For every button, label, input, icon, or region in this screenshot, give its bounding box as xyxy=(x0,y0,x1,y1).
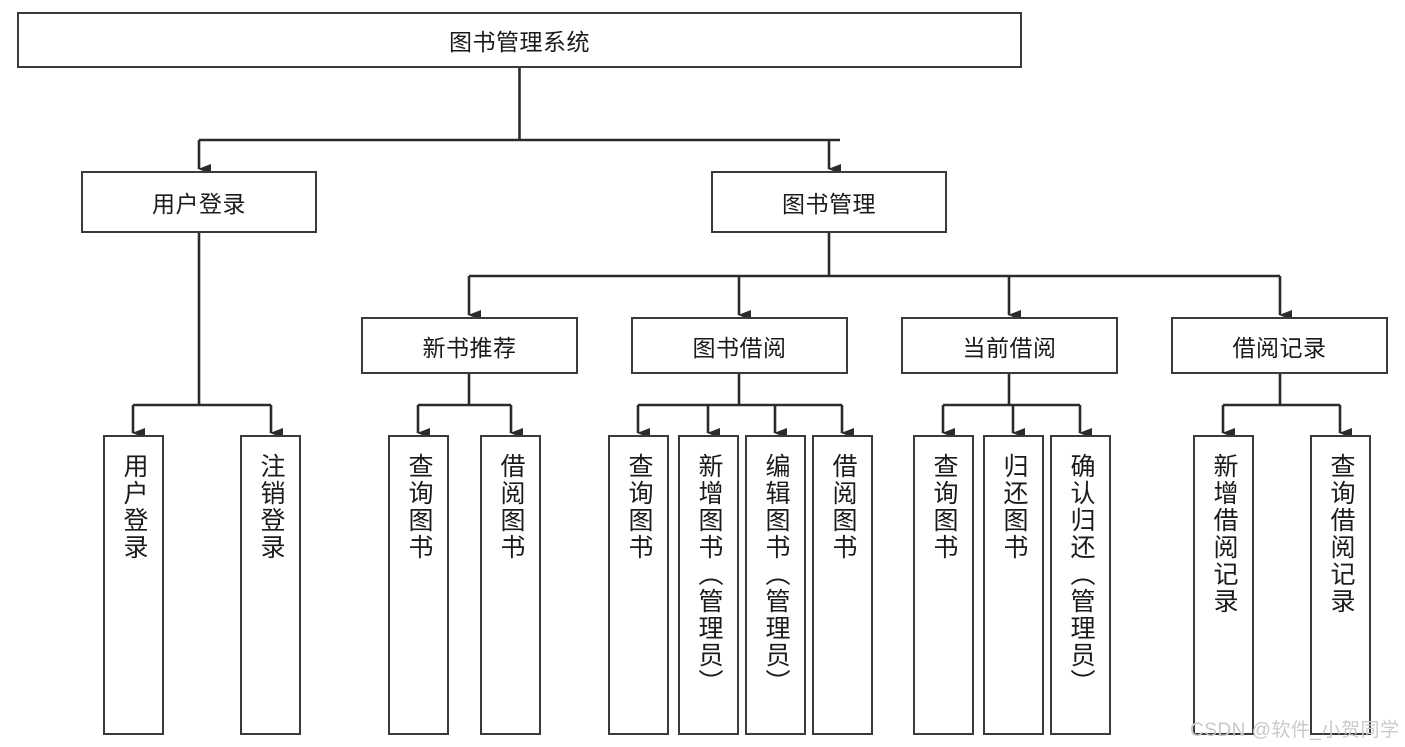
node-borrow-records-label: 借阅记录 xyxy=(1232,334,1327,361)
node-book-borrow-label: 图书借阅 xyxy=(692,334,787,361)
node-leaf-query-books-rec[interactable]: 查询图书 xyxy=(388,435,449,735)
node-user-login[interactable]: 用户登录 xyxy=(81,171,317,233)
node-leaf-confirm-return-admin[interactable]: 确认归还（管理员） xyxy=(1050,435,1111,735)
node-leaf-return-books[interactable]: 归还图书 xyxy=(983,435,1044,735)
node-leaf-query-books-rec-label: 查询图书 xyxy=(405,453,433,561)
node-leaf-query-borrow-record-label: 查询借阅记录 xyxy=(1327,453,1355,615)
node-leaf-add-book-admin[interactable]: 新增图书（管理员） xyxy=(678,435,739,735)
node-leaf-query-books-borrow-label: 查询图书 xyxy=(625,453,653,561)
node-leaf-query-books-borrow[interactable]: 查询图书 xyxy=(608,435,669,735)
node-leaf-borrow-books[interactable]: 借阅图书 xyxy=(812,435,873,735)
node-leaf-query-books-current-label: 查询图书 xyxy=(930,453,958,561)
node-leaf-edit-book-admin[interactable]: 编辑图书（管理员） xyxy=(745,435,806,735)
node-borrow-records[interactable]: 借阅记录 xyxy=(1171,317,1388,374)
node-book-borrow[interactable]: 图书借阅 xyxy=(631,317,848,374)
node-current-borrow-label: 当前借阅 xyxy=(962,334,1057,361)
node-book-management[interactable]: 图书管理 xyxy=(711,171,947,233)
node-leaf-edit-book-admin-label: 编辑图书（管理员） xyxy=(762,453,790,696)
node-leaf-user-login[interactable]: 用户登录 xyxy=(103,435,164,735)
node-leaf-return-books-label: 归还图书 xyxy=(1000,453,1028,561)
node-leaf-user-login-label: 用户登录 xyxy=(120,453,148,561)
node-leaf-add-borrow-record[interactable]: 新增借阅记录 xyxy=(1193,435,1254,735)
node-root-label: 图书管理系统 xyxy=(449,29,590,55)
node-current-borrow[interactable]: 当前借阅 xyxy=(901,317,1118,374)
node-leaf-user-logout[interactable]: 注销登录 xyxy=(240,435,301,735)
node-user-login-label: 用户登录 xyxy=(152,191,246,217)
node-leaf-borrow-books-rec[interactable]: 借阅图书 xyxy=(480,435,541,735)
node-leaf-add-borrow-record-label: 新增借阅记录 xyxy=(1210,453,1238,615)
node-leaf-user-logout-label: 注销登录 xyxy=(257,453,285,561)
node-leaf-borrow-books-label: 借阅图书 xyxy=(829,453,857,561)
node-leaf-confirm-return-admin-label: 确认归还（管理员） xyxy=(1067,453,1095,696)
node-book-management-label: 图书管理 xyxy=(782,191,876,217)
node-leaf-query-books-current[interactable]: 查询图书 xyxy=(913,435,974,735)
watermark: CSDN @软件_小贺同学 xyxy=(1190,720,1400,741)
node-leaf-add-book-admin-label: 新增图书（管理员） xyxy=(695,453,723,696)
node-new-book-recommend[interactable]: 新书推荐 xyxy=(361,317,578,374)
node-leaf-query-borrow-record[interactable]: 查询借阅记录 xyxy=(1310,435,1371,735)
node-leaf-borrow-books-rec-label: 借阅图书 xyxy=(497,453,525,561)
node-new-book-recommend-label: 新书推荐 xyxy=(422,334,517,361)
node-root[interactable]: 图书管理系统 xyxy=(17,12,1022,68)
